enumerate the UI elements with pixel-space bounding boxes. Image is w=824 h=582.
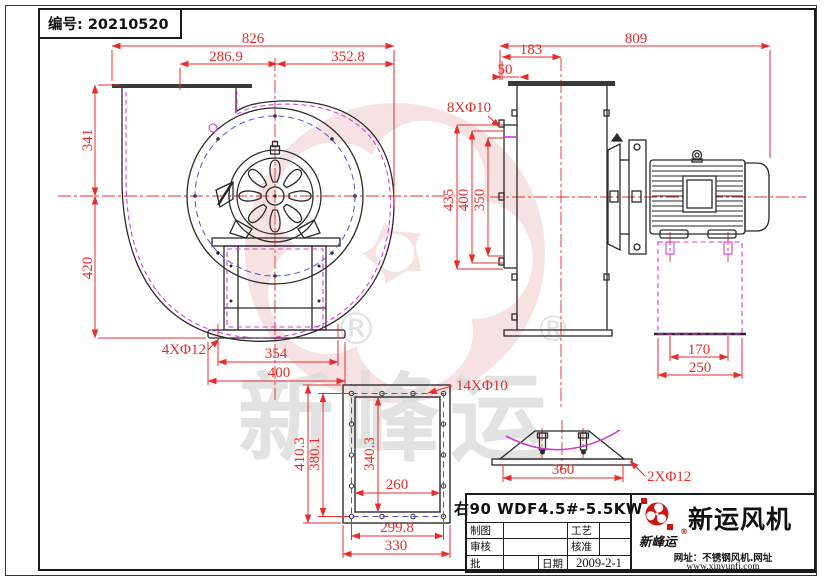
dim-flange-opening-width: 260: [386, 477, 409, 493]
dim-flange-outer-height: 410.3: [292, 437, 308, 471]
dim-center-to-right: 352.8: [331, 49, 365, 65]
dim-inlet-bolt-circle: 400: [456, 189, 472, 212]
dimension-lines: [91, 42, 771, 558]
dim-base-holes-2x12: 2XΦ12: [647, 469, 691, 485]
dim-inlet-flange-od: 435: [441, 189, 457, 212]
serial-number-label: 编号: 20210520: [48, 17, 169, 33]
dim-flange-opening-height: 340.3: [362, 437, 378, 471]
company-name: 新运风机: [688, 505, 793, 534]
dim-height-top: 341: [80, 129, 96, 152]
dim-overall-length: 809: [625, 31, 648, 47]
side-view-geometry: [498, 81, 770, 337]
company-panel: 新运风机 新峰运 ® 网址：不锈钢风机.网址 www.xinyunfj.com: [632, 495, 814, 572]
side-view-hidden-lines: [503, 136, 743, 335]
dim-outlet-to-center: 286.9: [209, 49, 243, 65]
title-block-row: 制图 工艺: [467, 523, 630, 540]
dim-base-holes: 4XΦ12: [162, 342, 206, 358]
sheet-outer-border: [5, 5, 817, 576]
front-view-hidden-lines: [125, 91, 391, 339]
dim-stand-width: 250: [689, 360, 712, 376]
field-label-approved: 核准: [568, 539, 600, 555]
title-block-row: 审核 核准: [467, 539, 630, 556]
fan-logo-icon: [641, 498, 673, 530]
dim-base-bolt-span-360: 360: [552, 462, 575, 478]
dim-overall-width: 826: [242, 31, 265, 47]
title-block: 右90 WDF4.5#-5.5KW 制图 工艺 审核 核准 批 日期 2009-…: [454, 493, 816, 573]
field-value-date: 2009-2-1: [576, 555, 622, 570]
field-label-checked: 审核: [467, 539, 504, 555]
dim-height-bottom: 420: [80, 257, 96, 280]
dim-flange-bolt-height: 380.1: [307, 437, 323, 471]
dim-flange-holes: 14XΦ10: [456, 378, 508, 394]
field-label-drawn: 制图: [467, 523, 504, 539]
base-view-scroll-arc: [505, 429, 621, 451]
dim-base-bolt-span: 354: [265, 346, 288, 362]
field-label-batch: 批: [467, 555, 504, 571]
brand-script-text: 新峰运: [639, 534, 677, 549]
flange-bolt-line: [351, 393, 444, 517]
dim-flange-width: 50: [498, 62, 513, 78]
base-view-geometry: [491, 430, 633, 466]
website-cn-line: 网址：不锈钢风机.网址: [673, 553, 773, 564]
model-designation: 右90 WDF4.5#-5.5KW: [454, 495, 642, 523]
dimension-labels: 826 286.9 352.8 341 420 4XΦ12 354 400 80…: [80, 31, 711, 554]
title-block-table: 右90 WDF4.5#-5.5KW 制图 工艺 审核 核准 批 日期 2009-…: [454, 495, 642, 571]
serial-number-box: 编号: 20210520: [38, 8, 182, 39]
dim-flange-outer-width: 330: [385, 538, 408, 554]
field-label-process: 工艺: [568, 523, 600, 539]
field-value-checked: [504, 539, 568, 555]
title-block-row: 批 日期 2009-2-1: [467, 555, 630, 571]
dim-outlet-depth: 183: [520, 42, 543, 58]
dim-flange-bolt-width: 299.8: [380, 520, 414, 536]
field-value-approved: [600, 539, 630, 554]
field-value-batch: [504, 555, 539, 571]
dim-stand-bolt-span: 170: [688, 342, 711, 358]
sheet-inner-border: [38, 8, 816, 571]
field-label-date: 日期: [539, 555, 568, 571]
front-view-geometry: [112, 84, 395, 342]
website-url-line: www.xinyunfj.com: [686, 562, 760, 572]
dim-base-width: 400: [268, 365, 291, 381]
impeller-blades: [238, 159, 312, 233]
registered-mark: ®: [680, 527, 688, 536]
field-value-process: [600, 523, 630, 538]
dim-inlet-opening: 350: [472, 189, 488, 212]
inlet-bolt-circle: [194, 115, 356, 277]
field-value-drawn: [504, 523, 568, 539]
dim-inlet-holes: 8XΦ10: [447, 100, 491, 116]
